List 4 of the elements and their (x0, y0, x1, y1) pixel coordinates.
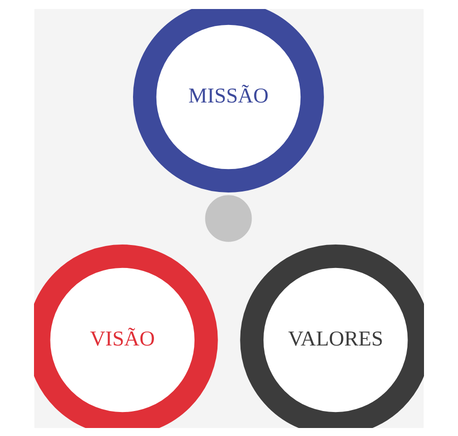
node-circle: MISSÃO (133, 8, 324, 192)
node-circle (205, 194, 252, 242)
node-circle: VALORES (240, 244, 424, 428)
node-circle: VISÃO (34, 244, 218, 428)
